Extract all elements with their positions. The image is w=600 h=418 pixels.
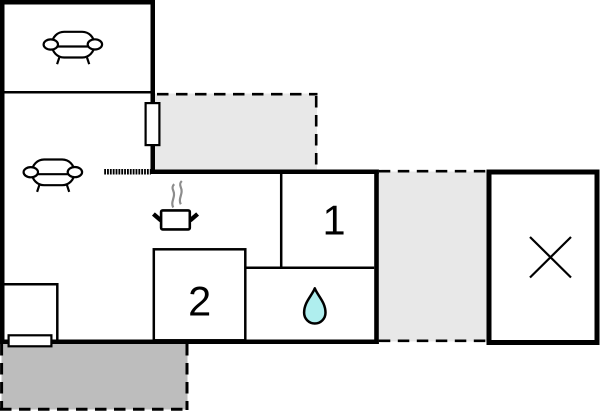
svg-text:1: 1 <box>322 197 345 244</box>
svg-text:2: 2 <box>188 278 211 325</box>
